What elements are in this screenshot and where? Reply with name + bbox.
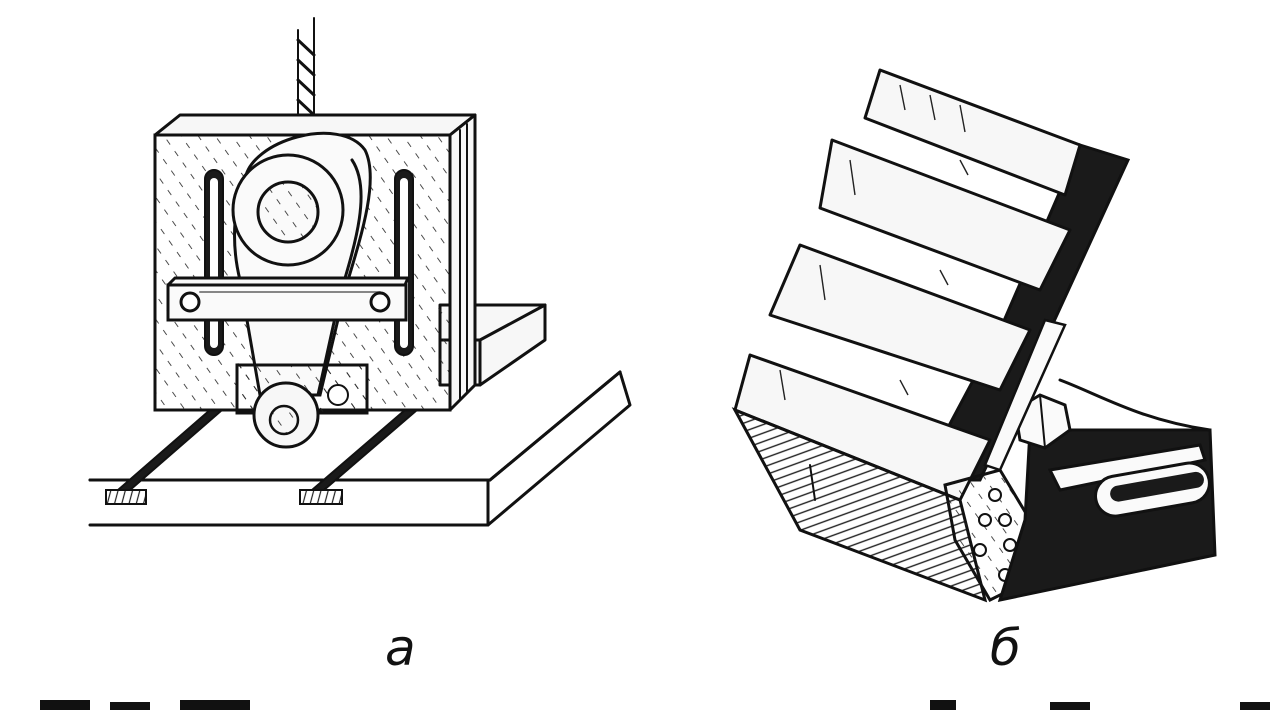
cropped-caption-remnant	[40, 700, 1270, 710]
tilting-table	[731, 68, 1131, 603]
panel-a-drawing	[88, 17, 632, 527]
connecting-rod	[231, 131, 372, 449]
swivel-base	[983, 318, 1217, 602]
panel-a-label: a	[385, 619, 416, 677]
panel-b-label: б	[990, 619, 1021, 677]
panel-b-drawing	[731, 68, 1217, 603]
clamp-bar	[166, 276, 410, 322]
